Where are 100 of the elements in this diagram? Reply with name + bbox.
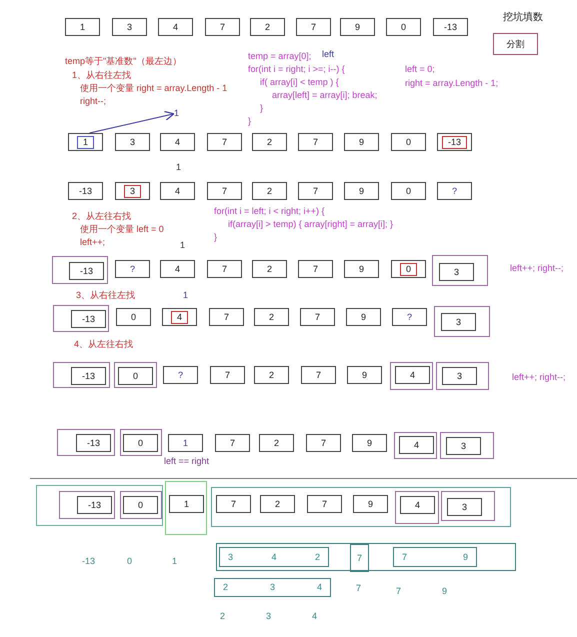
cell-value: 4 — [316, 582, 322, 593]
array-cell — [254, 308, 289, 326]
array-cell — [69, 262, 104, 280]
cell-value: 3 — [124, 184, 141, 198]
cell-value: ? — [130, 264, 135, 274]
group-outline — [165, 481, 207, 535]
cell-value: 1 — [76, 136, 94, 148]
array-cell — [300, 308, 335, 326]
array-cell — [254, 366, 289, 384]
array-cell — [250, 18, 285, 36]
array-cell — [386, 18, 421, 36]
array-cell — [447, 498, 482, 516]
annotation-text: temp = array[0]; — [248, 50, 312, 62]
cell-value: 9 — [362, 370, 367, 380]
array-cell — [112, 18, 147, 36]
array-cell — [344, 133, 379, 151]
array-cell — [306, 434, 341, 452]
group-outline — [36, 485, 163, 526]
annotation-text: left++; right--; — [510, 262, 564, 274]
array-cell — [207, 182, 242, 200]
cell-value: 0 — [400, 22, 406, 32]
cell-value: -13 — [82, 370, 95, 382]
cell-value: 9 — [360, 312, 366, 322]
array-cell — [205, 18, 240, 36]
array-cell — [446, 437, 481, 455]
array-cell — [68, 133, 103, 151]
array-cell — [71, 310, 106, 328]
annotation-text: left++; right--; — [512, 371, 566, 383]
array-cell — [442, 367, 477, 385]
arrow — [89, 110, 174, 134]
array-cell — [298, 260, 333, 278]
array-cell — [252, 133, 287, 151]
partition-box — [350, 544, 369, 572]
group-outline — [211, 487, 511, 527]
cell-value: 7 — [314, 312, 320, 322]
annotation-text: left++; — [80, 236, 106, 248]
group-outline — [57, 429, 115, 456]
cell-value: 7 — [222, 186, 227, 196]
array-cell — [433, 18, 468, 36]
array-cell — [163, 366, 198, 384]
annotation-text: 1 — [183, 289, 188, 301]
partition-box — [219, 547, 329, 567]
annotation-text: left = 0; — [405, 63, 435, 75]
cell-value: 7 — [220, 22, 225, 32]
cell-value: 7 — [230, 498, 236, 510]
group-outline — [394, 432, 437, 459]
annotation-text: 1 — [172, 555, 178, 567]
annotation-text: -13 — [82, 555, 96, 567]
cell-value: 4 — [172, 22, 178, 32]
array-cell — [115, 182, 150, 200]
annotation-text: 1、从右往左找 — [72, 69, 132, 81]
cell-value: 2 — [266, 264, 272, 274]
group-outline — [395, 491, 439, 524]
annotation-text: if(array[i] > temp) { array[right] = array[i]; } — [228, 218, 394, 230]
cell-value: 3 — [456, 370, 462, 382]
cell-value: 0 — [138, 500, 143, 510]
annotation-text: 3 — [266, 610, 272, 622]
cell-value: 9 — [358, 136, 364, 148]
array-cell — [169, 495, 204, 513]
cell-value: 4 — [170, 310, 188, 324]
array-cell — [207, 133, 242, 151]
cell-value: 9 — [358, 186, 364, 196]
array-cell — [441, 313, 476, 331]
cell-value: 0 — [132, 370, 138, 382]
array-cell — [68, 182, 103, 200]
cell-value: 2 — [274, 498, 280, 510]
array-cell — [391, 182, 426, 200]
annotation-text: for(int i = left; i < right; i++) { — [214, 205, 325, 217]
array-cell — [209, 308, 244, 326]
annotation-text: for(int i = right; i >=; i--) { — [248, 63, 345, 75]
annotation-text: } — [214, 231, 218, 243]
annotation-text: 7 — [356, 582, 362, 594]
array-cell — [77, 496, 112, 514]
array-cell — [437, 182, 472, 200]
cell-value: 7 — [322, 498, 327, 510]
group-outline — [114, 362, 157, 388]
annotation-text: 使用一个变量 right = array.Length - 1 — [80, 82, 228, 94]
cell-value: -13 — [88, 500, 101, 510]
group-outline — [120, 429, 162, 456]
cell-value: 0 — [130, 312, 136, 322]
cell-value: 2 — [268, 312, 274, 322]
cell-value: 7 — [224, 312, 229, 322]
annotation-text: right = array.Length - 1; — [405, 77, 498, 89]
array-cell — [252, 182, 287, 200]
array-cell — [123, 434, 158, 452]
cell-value: 7 — [222, 264, 227, 274]
group-outline — [436, 362, 489, 390]
group-outline — [120, 491, 162, 519]
group-outline — [441, 491, 495, 521]
annotation-text: 1 — [176, 161, 182, 173]
annotation-text: 3、从右往左找 — [76, 289, 136, 301]
array-cell — [296, 18, 331, 36]
array-cell — [65, 18, 100, 36]
array-cell — [116, 308, 151, 326]
array-cell — [252, 260, 287, 278]
group-outline — [59, 491, 115, 519]
cell-value: -13 — [82, 314, 95, 324]
array-cell — [298, 182, 333, 200]
array-cell — [301, 366, 336, 384]
cell-value: 7 — [310, 22, 316, 32]
